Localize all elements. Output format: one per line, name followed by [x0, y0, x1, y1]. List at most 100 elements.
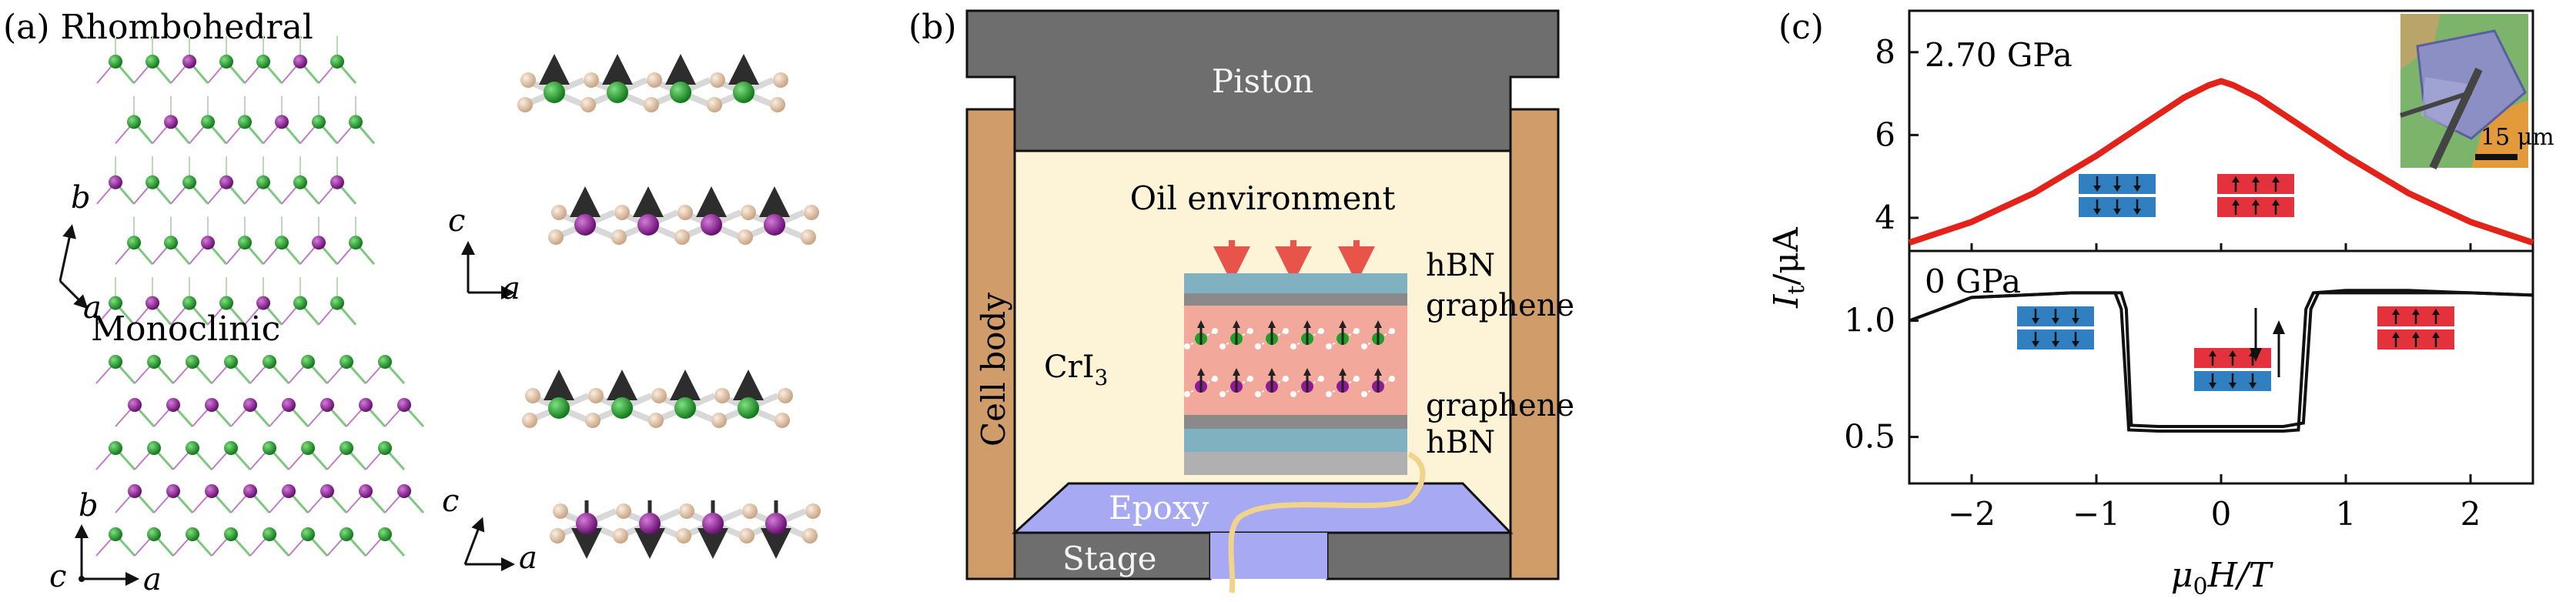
cr-atom-green — [349, 115, 363, 129]
i-atom — [738, 229, 753, 245]
cr-atom-green — [548, 397, 570, 419]
label-2.70gpa: 2.70 GPa — [1925, 36, 2073, 74]
i-atom — [551, 205, 567, 220]
cr-atom-green — [238, 236, 252, 250]
epoxy-label: Epoxy — [1109, 489, 1209, 527]
cr-atom-purple — [574, 214, 596, 236]
magnetic-state-icons — [2017, 174, 2454, 391]
cr-atom-green — [670, 82, 691, 103]
cr-atom-green — [293, 296, 307, 310]
axis-a-label-side1: a — [502, 271, 520, 306]
cr-atom-green — [256, 175, 270, 189]
pressure-arrows — [1213, 240, 1375, 283]
cr-atom-green — [263, 355, 276, 369]
i-atom — [648, 413, 664, 428]
cr-atom-green — [186, 527, 199, 541]
i-atom — [614, 205, 630, 220]
x-tick-label: 1 — [2336, 495, 2357, 533]
i-atom — [616, 503, 631, 519]
cr-atom-purple — [166, 398, 180, 412]
cr-atom-purple — [312, 236, 326, 250]
cr-atom-green — [109, 527, 122, 541]
cr-atom-green — [224, 527, 238, 541]
hbn-top-layer — [1184, 273, 1407, 293]
piston-label: Piston — [1212, 62, 1313, 100]
hbn-top-label: hBN — [1426, 248, 1495, 283]
cr-atom-purple — [275, 115, 289, 129]
stage-gap — [1210, 533, 1327, 579]
sweep-direction-arrows — [2250, 308, 2285, 377]
x-tick-label: −1 — [2073, 495, 2120, 533]
cr-atom-purple — [128, 484, 142, 498]
cr-atom-purple — [701, 214, 722, 236]
i-atom — [548, 229, 564, 245]
graphene-top-label: graphene — [1426, 288, 1574, 323]
cr-atom-green — [312, 115, 326, 129]
oil-label: Oil environment — [1130, 179, 1396, 217]
cr-atom-green — [224, 355, 238, 369]
cr-atom-green — [219, 296, 233, 310]
axis-a-label-side2: a — [519, 540, 537, 576]
axis-ca-rhombo-side: c a — [448, 203, 520, 306]
axis-ca-mono-side: c a — [442, 483, 537, 576]
cr-atom-purple — [320, 398, 334, 412]
cr-atom-purple — [109, 175, 122, 189]
cr-atom-green — [201, 115, 215, 129]
i-atom — [585, 413, 601, 428]
i-atom — [580, 97, 596, 112]
i-atom — [741, 205, 756, 220]
cr-atom-green — [147, 527, 161, 541]
series-2.70gpa — [1908, 78, 2534, 246]
x-tick-label: 2 — [2461, 495, 2481, 533]
substrate-layer — [1184, 452, 1407, 475]
stage-right — [1326, 531, 1512, 580]
i-atom — [588, 388, 604, 403]
cr-atom-purple — [637, 214, 659, 236]
cr-atom-green — [378, 527, 392, 541]
cr-atom-purple — [320, 484, 334, 498]
cr-atom-green — [301, 441, 315, 455]
cr-atom-green — [146, 55, 159, 69]
cell-body-label: Cell body — [975, 293, 1012, 446]
cr-atom-purple — [201, 236, 215, 250]
i-atom — [674, 229, 690, 245]
cr-atom-purple — [164, 115, 178, 129]
monoclinic-lattice — [95, 355, 425, 557]
panel-b: (b) Piston Cell body Oil environment hBN… — [908, 0, 1671, 599]
curve-2.70GPa — [1908, 78, 2534, 246]
cr-atom-green — [127, 115, 141, 129]
series-0gpa-up — [1909, 289, 2534, 433]
i-atom — [584, 72, 599, 88]
axis-c-label-side2: c — [442, 483, 459, 519]
axis-a-label: a — [83, 290, 102, 326]
cr-atom-green — [263, 527, 276, 541]
cr-atom-green — [544, 82, 565, 103]
x-tick-label: −2 — [1948, 495, 1996, 533]
cr-atom-green — [674, 397, 696, 419]
i-atom — [707, 97, 722, 112]
cr-atom-green — [186, 355, 199, 369]
cri3-atoms — [1184, 320, 1395, 397]
cr-atom-purple — [166, 484, 180, 498]
i-atom — [647, 72, 662, 88]
cr-atom-green — [146, 175, 159, 189]
cr-atom-purple — [282, 398, 296, 412]
axis-ba-rhombo: b a — [59, 180, 102, 326]
stage-label: Stage — [1062, 540, 1156, 577]
cr-atom-green — [109, 296, 122, 310]
cr-atom-green — [275, 236, 289, 250]
cr-atom-green — [186, 441, 199, 455]
cr-atom-green — [330, 55, 344, 69]
ticks-top: 468 — [1875, 33, 2472, 251]
cr-atom-purple — [293, 55, 307, 69]
hbn-bottom-label: hBN — [1426, 425, 1495, 460]
cr-atom-purple — [576, 513, 597, 534]
axis-bca-mono: b c a — [49, 488, 162, 597]
i-atom — [801, 229, 816, 245]
axis-c-label-side1: c — [448, 203, 465, 239]
inset-micrograph: 15 μm — [2400, 14, 2554, 170]
cr-atom-green — [109, 441, 122, 455]
i-atom — [742, 503, 758, 519]
